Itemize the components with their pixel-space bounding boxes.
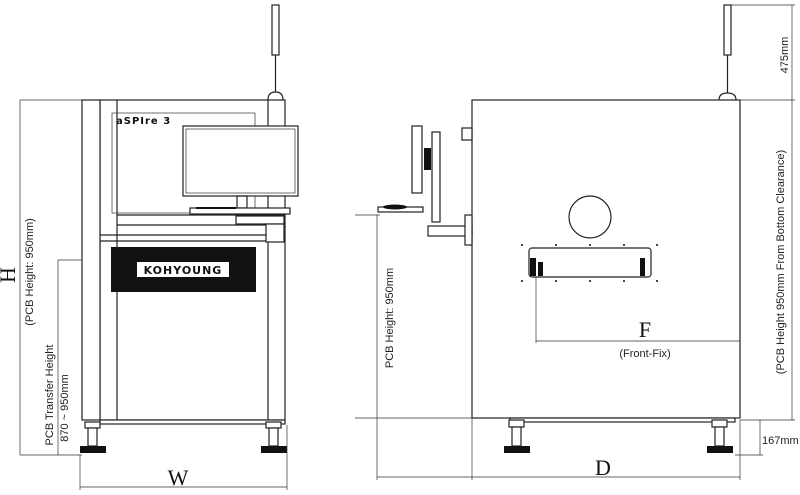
tower-light-height: 475mm — [779, 37, 791, 74]
dimension-tower-light: 475mm — [731, 4, 795, 100]
side-view: F (Front-Fix) (PCB Height 950mm From Bot… — [355, 4, 799, 480]
pcb-height-note: (PCB Height: 950mm) — [24, 218, 36, 326]
brand-label: KOHYOUNG — [144, 264, 223, 277]
pcb-transfer-label: PCB Transfer Height — [44, 345, 56, 446]
tower-light-side — [718, 4, 737, 101]
front-view: aSPIre 3 KOHYOUNG — [0, 4, 299, 490]
dimension-pcb-height-right: (PCB Height 950mm From Bottom Clearance) — [740, 99, 795, 421]
inspection-port — [568, 195, 612, 239]
conveyor-window — [528, 247, 652, 278]
feet-front — [80, 421, 287, 453]
dimension-d: D — [377, 418, 741, 480]
dimension-pcb-transfer: PCB Transfer Height 870 ~ 950mm — [44, 259, 82, 455]
dim-h-letter: H — [0, 267, 20, 283]
pcb-height-right-note: (PCB Height 950mm From Bottom Clearance) — [775, 150, 787, 374]
dimension-w: W — [79, 425, 288, 490]
model-label: aSPIre 3 — [116, 116, 171, 127]
monitor-front — [182, 125, 299, 243]
window-holes — [521, 244, 658, 282]
dimension-f: F (Front-Fix) — [535, 277, 740, 360]
monitor-side — [377, 125, 473, 246]
pcb-height-left-note: PCB Height: 950mm — [384, 268, 396, 368]
dimension-bottom-clearance: 167mm — [735, 420, 799, 456]
dimension-pcb-height-left: PCB Height: 950mm — [355, 214, 472, 480]
bottom-clearance: 167mm — [762, 435, 799, 447]
feet-side — [504, 419, 733, 453]
front-fix-note: (Front-Fix) — [619, 348, 670, 360]
front-left-column — [81, 99, 101, 421]
dim-f-letter: F — [639, 317, 651, 342]
tower-light-front — [267, 4, 284, 101]
dim-w-letter: W — [168, 465, 189, 490]
pcb-transfer-range: 870 ~ 950mm — [59, 374, 71, 442]
dim-d-letter: D — [595, 455, 611, 480]
dimension-h: H (PCB Height: 950mm) — [0, 99, 82, 456]
